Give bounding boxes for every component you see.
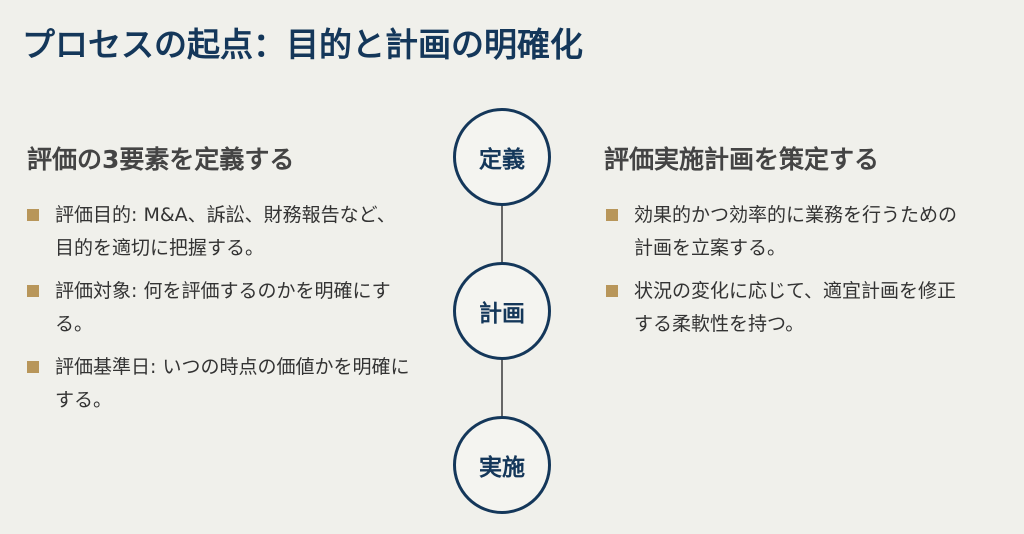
left-heading: 評価の3要素を定義する	[27, 145, 295, 174]
right-bullet-list: 効果的かつ効率的に業務を行うための計画を立案する。 状況の変化に応じて、適宜計画…	[606, 199, 971, 351]
list-item: 評価目的: M&A、訴訟、財務報告など、目的を適切に把握する。	[27, 199, 412, 265]
step-circle-execute: 実施	[453, 416, 551, 514]
square-bullet-icon	[606, 285, 618, 297]
list-item-text: 評価基準日: いつの時点の価値かを明確にする。	[55, 356, 410, 411]
right-heading: 評価実施計画を策定する	[604, 145, 880, 174]
list-item: 効果的かつ効率的に業務を行うための計画を立案する。	[606, 199, 971, 265]
list-item: 評価基準日: いつの時点の価値かを明確にする。	[27, 351, 412, 417]
left-bullet-list: 評価目的: M&A、訴訟、財務報告など、目的を適切に把握する。 評価対象: 何を…	[27, 199, 412, 427]
list-item-text: 評価対象: 何を評価するのかを明確にする。	[55, 280, 391, 335]
list-item-text: 状況の変化に応じて、適宜計画を修正する柔軟性を持つ。	[634, 280, 957, 335]
list-item: 評価対象: 何を評価するのかを明確にする。	[27, 275, 412, 341]
step-circle-define: 定義	[453, 108, 551, 206]
slide-title: プロセスの起点：目的と計画の明確化	[22, 25, 583, 64]
square-bullet-icon	[27, 209, 39, 221]
list-item: 状況の変化に応じて、適宜計画を修正する柔軟性を持つ。	[606, 275, 971, 341]
list-item-text: 評価目的: M&A、訴訟、財務報告など、目的を適切に把握する。	[55, 204, 396, 259]
square-bullet-icon	[606, 209, 618, 221]
square-bullet-icon	[27, 285, 39, 297]
step-circle-plan: 計画	[453, 262, 551, 360]
list-item-text: 効果的かつ効率的に業務を行うための計画を立案する。	[634, 204, 958, 259]
square-bullet-icon	[27, 361, 39, 373]
